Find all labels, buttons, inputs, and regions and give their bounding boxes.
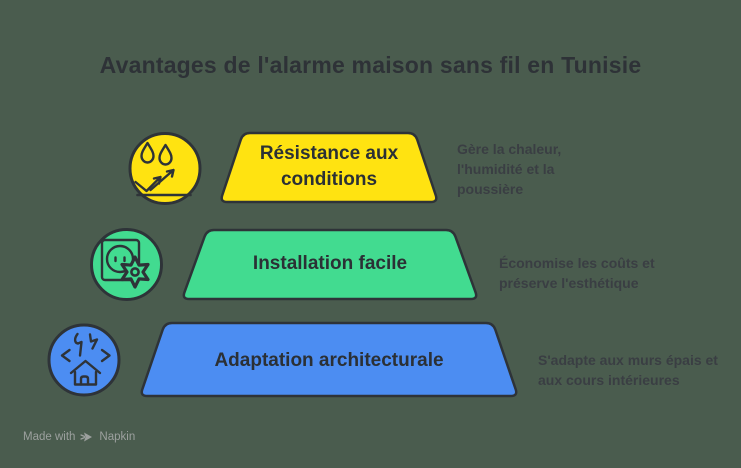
trapezoid-label-installation: Installation facile bbox=[252, 253, 408, 274]
description-adaptation: S'adapte aux murs épais et aux cours int… bbox=[538, 352, 718, 388]
trapezoid-installation bbox=[182, 228, 478, 301]
crack-left bbox=[73, 332, 83, 357]
trapezoid-label-resistance: Résistance aux conditions bbox=[259, 143, 399, 190]
weather-resistance-icon bbox=[128, 132, 202, 205]
description-resistance: Gère la chaleur, l'humidité et la poussi… bbox=[457, 141, 562, 197]
napkin-logo-icon bbox=[80, 432, 93, 442]
made-with-label: Made with bbox=[23, 431, 76, 443]
brand-label: Napkin bbox=[99, 431, 136, 443]
page-title: Avantages de l'alarme maison sans fil en… bbox=[99, 52, 642, 78]
house-walls bbox=[73, 370, 98, 386]
droplet-right bbox=[158, 143, 173, 166]
watermark: Made with Napkin bbox=[23, 430, 135, 444]
icon-circle bbox=[47, 323, 121, 397]
trapezoid-label-adaptation: Adaptation architecturale bbox=[214, 350, 444, 371]
gear bbox=[120, 255, 150, 289]
icon-circle bbox=[128, 132, 202, 205]
house-roof bbox=[69, 359, 102, 375]
trapezoid-adaptation bbox=[140, 321, 518, 398]
bounce-arrow-large bbox=[149, 168, 175, 192]
droplet-left bbox=[140, 141, 155, 164]
socket-slots bbox=[114, 256, 126, 263]
bracket-right bbox=[100, 348, 111, 363]
crack-right bbox=[88, 333, 99, 350]
easy-installation-icon bbox=[90, 228, 163, 301]
gear-hole bbox=[130, 267, 140, 277]
bracket-left bbox=[60, 348, 71, 363]
trapezoid-resistance bbox=[220, 131, 438, 204]
house-door bbox=[79, 375, 90, 386]
architectural-adaptation-icon bbox=[47, 323, 121, 397]
description-installation: Économise les coûts et préserve l'esthét… bbox=[499, 255, 655, 291]
